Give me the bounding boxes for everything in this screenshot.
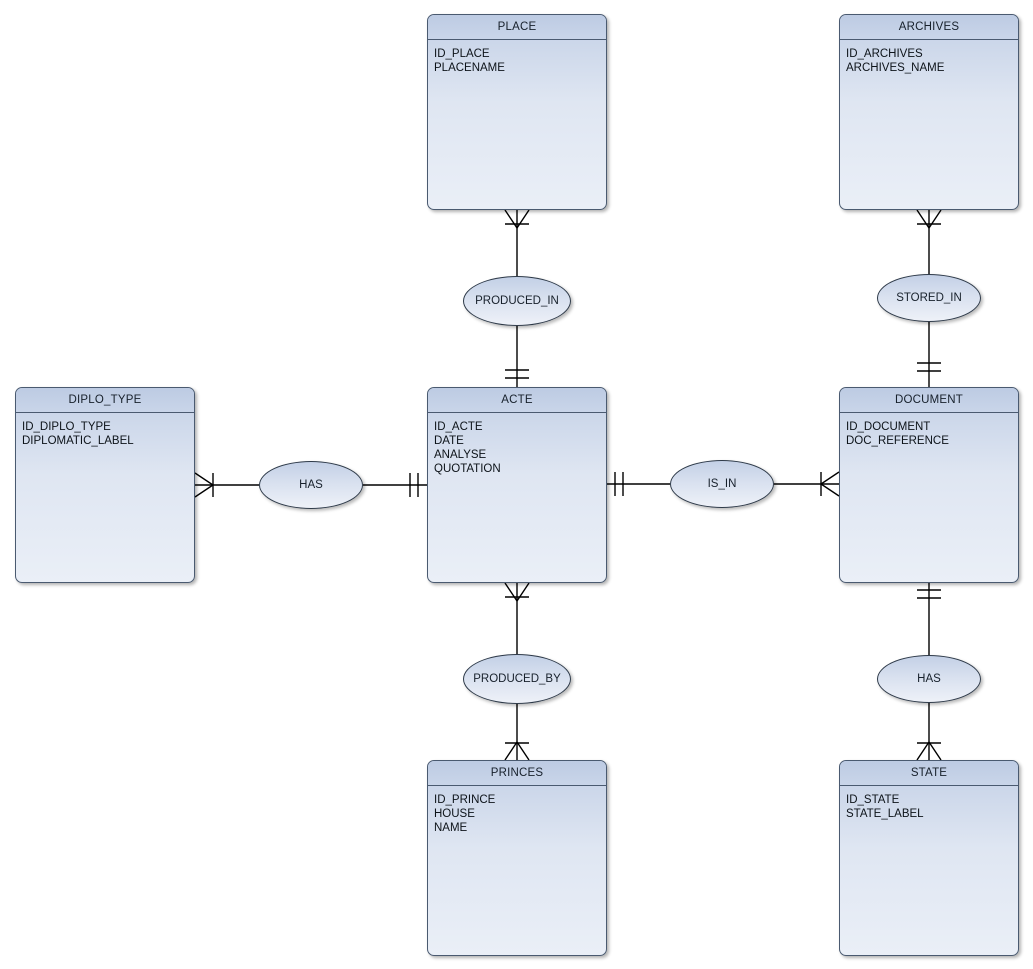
entity-attribute: STATE_LABEL [846,808,924,820]
entity-attribute-list: ID_PRINCE HOUSE NAME [428,786,606,835]
entity-archives[interactable]: ARCHIVES ID_ARCHIVES ARCHIVES_NAME [839,14,1019,210]
entity-attribute: NAME [434,822,468,834]
entity-attribute: ID_PLACE [434,48,490,60]
entity-attribute: ID_DIPLO_TYPE [22,421,111,433]
entity-acte[interactable]: ACTE ID_ACTE DATE ANALYSE QUOTATION [427,387,607,583]
entity-title: PRINCES [428,761,606,786]
entity-princes[interactable]: PRINCES ID_PRINCE HOUSE NAME [427,760,607,956]
entity-title: DOCUMENT [840,388,1018,413]
relationship-label: HAS [299,479,323,491]
entity-attribute-list: ID_DIPLO_TYPE DIPLOMATIC_LABEL [16,413,194,448]
entity-attribute: ARCHIVES_NAME [846,62,945,74]
entity-attribute-list: ID_DOCUMENT DOC_REFERENCE [840,413,1018,448]
entity-place[interactable]: PLACE ID_PLACE PLACENAME [427,14,607,210]
relationship-label: STORED_IN [896,292,962,304]
entity-attribute: HOUSE [434,808,475,820]
relationship-produced-in[interactable]: PRODUCED_IN [463,276,571,326]
relationship-label: PRODUCED_BY [473,673,561,685]
relationship-has-state[interactable]: HAS [877,655,981,703]
relationship-label: IS_IN [707,478,737,490]
entity-attribute: ANALYSE [434,449,487,461]
relationship-label: PRODUCED_IN [475,295,559,307]
relationship-is-in[interactable]: IS_IN [670,460,774,508]
entity-attribute: ID_ARCHIVES [846,48,923,60]
entity-attribute-list: ID_ACTE DATE ANALYSE QUOTATION [428,413,606,476]
entity-attribute: ID_DOCUMENT [846,421,931,433]
entity-attribute: PLACENAME [434,62,505,74]
entity-attribute: ID_PRINCE [434,794,496,806]
relationship-produced-by[interactable]: PRODUCED_BY [463,654,571,704]
entity-title: STATE [840,761,1018,786]
entity-attribute: DIPLOMATIC_LABEL [22,435,134,447]
entity-attribute-list: ID_ARCHIVES ARCHIVES_NAME [840,40,1018,75]
entity-title: ACTE [428,388,606,413]
entity-attribute: DATE [434,435,464,447]
entity-attribute: DOC_REFERENCE [846,435,949,447]
entity-state[interactable]: STATE ID_STATE STATE_LABEL [839,760,1019,956]
entity-attribute: ID_ACTE [434,421,483,433]
entity-attribute-list: ID_STATE STATE_LABEL [840,786,1018,821]
entity-diplo-type[interactable]: DIPLO_TYPE ID_DIPLO_TYPE DIPLOMATIC_LABE… [15,387,195,583]
entity-title: PLACE [428,15,606,40]
entity-attribute: ID_STATE [846,794,900,806]
entity-title: DIPLO_TYPE [16,388,194,413]
entity-attribute: QUOTATION [434,463,501,475]
relationship-has-diplo-type[interactable]: HAS [259,461,363,509]
relationship-stored-in[interactable]: STORED_IN [877,274,981,322]
entity-attribute-list: ID_PLACE PLACENAME [428,40,606,75]
entity-document[interactable]: DOCUMENT ID_DOCUMENT DOC_REFERENCE [839,387,1019,583]
relationship-label: HAS [917,673,941,685]
entity-title: ARCHIVES [840,15,1018,40]
